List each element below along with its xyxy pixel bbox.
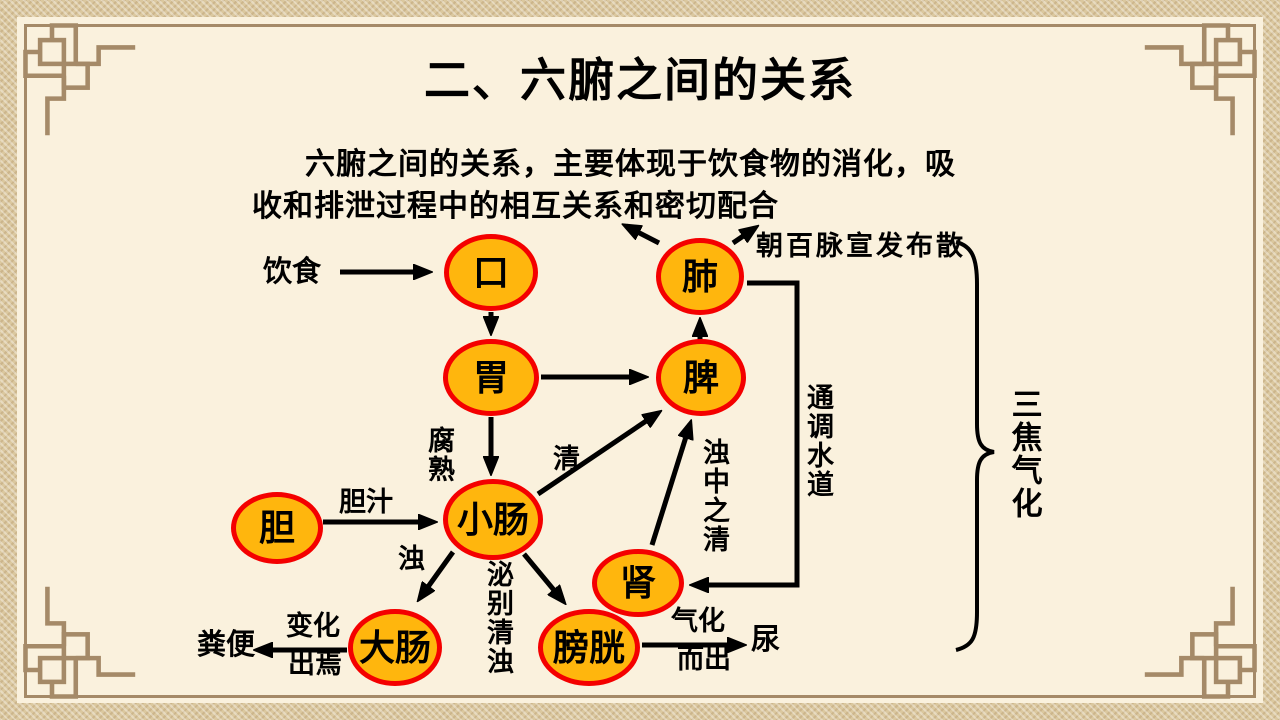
- node-stomach: 胃: [443, 339, 539, 416]
- paragraph-line-1: 六腑之间的关系，主要体现于饮食物的消化，吸: [305, 148, 956, 181]
- label-zhuo: 浊: [398, 544, 425, 574]
- label-diet: 饮食: [263, 256, 322, 288]
- label-chao-bai-mai: 朝百脉宣发布散: [756, 231, 966, 261]
- node-mouth-label: 口: [472, 252, 509, 293]
- arrow-xiaochang-to-dachang: [420, 550, 456, 598]
- node-lung-label: 肺: [681, 256, 718, 297]
- node-gallbladder: 胆: [231, 492, 323, 564]
- paragraph-line-2: 收和排泄过程中的相互关系和密切配合: [252, 190, 779, 223]
- arrow-xiaochang-to-pangguang: [522, 552, 563, 601]
- label-fushu: 腐熟: [424, 426, 455, 484]
- label-qihua: 气化: [671, 606, 725, 636]
- node-kidney: 肾: [592, 549, 684, 617]
- label-fenbian: 粪便: [197, 629, 256, 661]
- label-zhuo-zhong-zhi-qing: 浊中之清: [699, 438, 730, 554]
- node-small-intestine-label: 小肠: [456, 499, 529, 540]
- node-large-intestine: 大肠: [348, 609, 442, 686]
- node-lung: 肺: [656, 238, 744, 315]
- slide-title: 二、六腑之间的关系: [424, 54, 856, 106]
- label-tong-tiao-shui-dao: 通调水道: [803, 383, 834, 499]
- label-chuyan: 出焉: [288, 649, 342, 679]
- arrow-fei-to-shen-elbow: [694, 280, 800, 585]
- label-niao: 尿: [751, 624, 781, 656]
- arrow-xiaochang-to-pi-qing: [536, 413, 658, 497]
- node-bladder: 膀胱: [538, 609, 640, 686]
- node-mouth: 口: [444, 234, 538, 311]
- arrow-fei-up-left: [626, 226, 661, 246]
- label-sanjiao-qihua: 三焦气化: [1006, 388, 1042, 520]
- arrow-fei-up-right: [731, 228, 755, 246]
- node-large-intestine-label: 大肠: [358, 627, 431, 668]
- label-bianhua: 变化: [286, 611, 340, 641]
- node-spleen: 脾: [656, 339, 746, 416]
- node-spleen-label: 脾: [682, 357, 719, 398]
- label-erchu: 而出: [677, 644, 731, 674]
- node-gallbladder-label: 胆: [258, 508, 295, 548]
- node-bladder-label: 膀胱: [552, 627, 625, 668]
- node-small-intestine: 小肠: [443, 479, 543, 560]
- label-danzhi: 胆汁: [339, 487, 393, 517]
- node-kidney-label: 肾: [619, 563, 656, 603]
- label-mi-bie-qing-zhuo: 泌别清浊: [483, 560, 514, 676]
- node-stomach-label: 胃: [472, 357, 509, 398]
- arrow-shen-to-pi: [649, 424, 690, 546]
- label-qing: 清: [553, 444, 580, 474]
- brace-sanjiao: [955, 240, 995, 652]
